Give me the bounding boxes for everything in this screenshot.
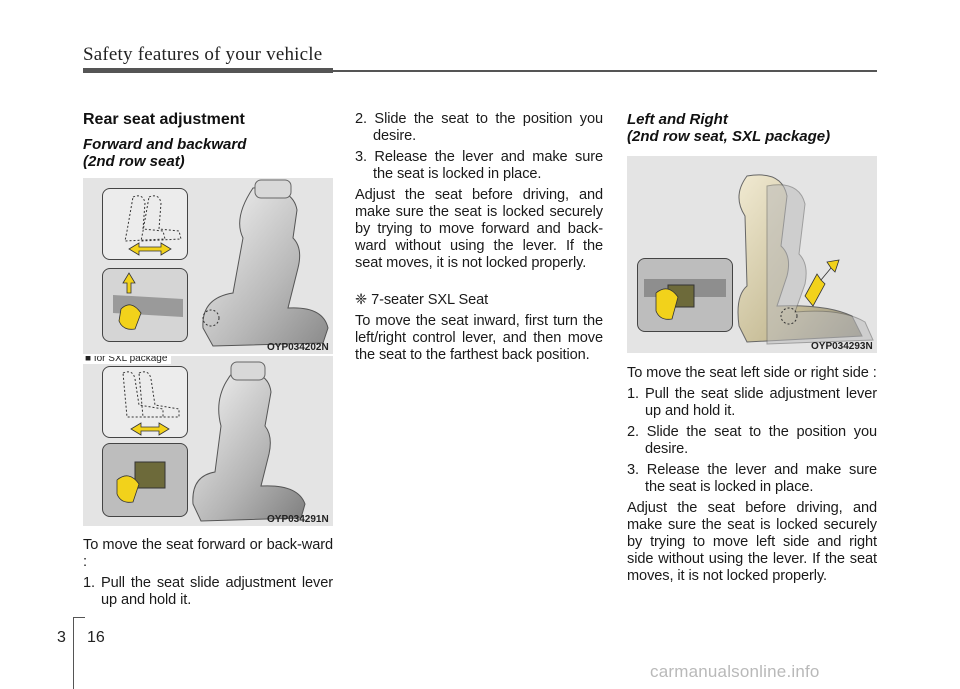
middle-note-text: To move the seat inward, first turn the … [355,313,603,363]
middle-note-title: ❈ 7-seater SXL Seat [355,292,489,308]
left-column: Rear seat adjustment Forward and backwar… [83,111,333,170]
double-arrow-icon [130,422,170,436]
seat-illustration-sxl [192,361,306,522]
figure-code-2: OYP034291N [267,514,329,525]
footer-divider-tick [73,617,85,618]
left-step-1: 1. Pull the seat slide adjustment lever … [83,575,333,608]
double-arrow-icon [128,242,172,256]
seat-figure-sxl: ■ for SXL package [83,356,333,526]
hand-icon [113,272,183,330]
seat-outline-icon [124,195,182,256]
page-number: 16 [87,629,105,646]
seat-figure-left-right [627,156,877,353]
sxl-package-note: ■ for SXL package [83,356,172,364]
middle-step-3: 3. Release the lever and make sure the s… [355,149,603,182]
figure-code-1: OYP034202N [267,342,329,353]
right-column-text: To move the seat left side or right side… [627,365,877,585]
right-step-2: 2. Slide the seat to the position you de… [627,424,877,457]
header-rule-thin [333,70,877,72]
footer-divider [73,617,74,689]
inset-lever-closeup [102,268,188,342]
right-para-1: To move the seat left side or right side… [627,365,877,381]
inset-sxl-seat-positions [102,366,188,438]
subheading-left-right: Left and Right [627,111,728,128]
middle-step-2: 2. Slide the seat to the position you de… [355,111,603,144]
chapter-number: 3 [57,629,66,646]
middle-para: Adjust the seat before driving, and make… [355,187,603,271]
left-para-1: To move the seat forward or back-ward : [83,537,333,570]
middle-column: 2. Slide the seat to the position you de… [355,111,603,364]
inset-seat-positions [102,188,188,260]
subheading-sxl: (2nd row seat, SXL package) [627,128,831,145]
hand-icon [644,279,726,320]
header-title: Safety features of your vehicle [83,44,323,65]
section-heading: Rear seat adjustment [83,111,245,128]
header-rule-thick [83,68,333,73]
double-arrow-icon [804,259,840,307]
left-column-text: To move the seat forward or back-ward : … [83,537,333,609]
subheading-2nd-row: (2nd row seat) [83,153,185,170]
subheading-forward-backward: Forward and backward [83,136,247,153]
seat-illustration [202,179,329,347]
right-column-heading: Left and Right (2nd row seat, SXL packag… [627,111,877,145]
seat-outline-icon [122,371,180,436]
figure-code-3: OYP034293N [811,341,873,352]
sxl-note-text: for SXL package [93,356,168,364]
inset-side-lever-closeup [637,258,733,332]
watermark: carmanualsonline.info [650,662,820,681]
seat-figure-forward-backward [83,178,333,354]
right-step-3: 3. Release the lever and make sure the s… [627,462,877,495]
hand-icon [116,461,166,503]
seat-illustration-side [737,174,874,345]
right-para-2: Adjust the seat before driving, and make… [627,500,877,584]
inset-sxl-lever-closeup [102,443,188,517]
square-bullet-icon: ■ [85,356,94,364]
right-step-1: 1. Pull the seat slide adjustment lever … [627,386,877,419]
